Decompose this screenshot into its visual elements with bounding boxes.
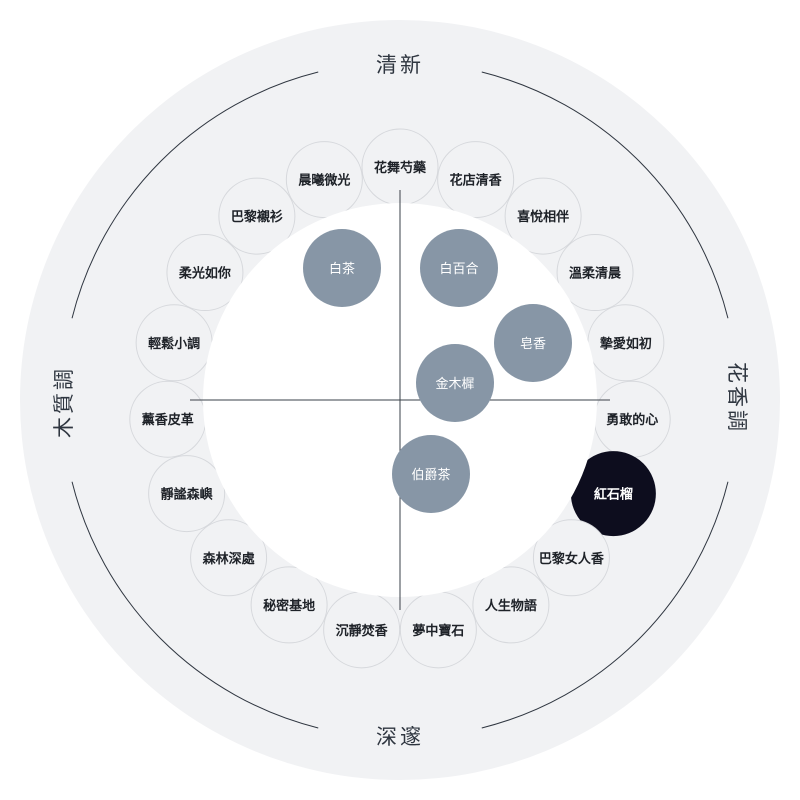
ring-arc bbox=[71, 71, 319, 319]
fragrance-item-circle bbox=[190, 519, 268, 597]
fragrance-item[interactable]: 摯愛如初 bbox=[587, 304, 665, 382]
scent-note-label: 白茶 bbox=[329, 261, 355, 277]
scent-note[interactable]: 白茶 bbox=[303, 229, 381, 307]
scent-note-label: 伯爵茶 bbox=[411, 467, 450, 483]
fragrance-item[interactable]: 巴黎女人香 bbox=[532, 519, 610, 597]
fragrance-item[interactable]: 柔光如你 bbox=[166, 234, 244, 312]
scent-note-label: 白百合 bbox=[439, 261, 478, 277]
fragrance-item-label: 柔光如你 bbox=[178, 266, 231, 282]
fragrance-item-label: 巴黎女人香 bbox=[539, 551, 605, 567]
axis-label-right: 花香調 bbox=[725, 362, 749, 434]
fragrance-item[interactable]: 薰香皮革 bbox=[129, 380, 207, 458]
ring-arc bbox=[71, 481, 319, 729]
fragrance-item-label: 輕鬆小調 bbox=[148, 336, 200, 352]
fragrance-item[interactable]: 溫柔清晨 bbox=[556, 234, 634, 312]
fragrance-item-label: 溫柔清晨 bbox=[569, 266, 622, 282]
scent-note-circle bbox=[420, 229, 498, 307]
fragrance-item[interactable]: 靜謐森嶼 bbox=[148, 455, 226, 533]
fragrance-item-circle bbox=[250, 566, 328, 644]
scent-note-circle bbox=[494, 304, 572, 382]
fragrance-item[interactable]: 晨曦微光 bbox=[285, 141, 363, 219]
fragrance-item-label: 靜謐森嶼 bbox=[161, 487, 213, 503]
fragrance-item-selected[interactable]: 紅石榴 bbox=[570, 451, 656, 537]
fragrance-item[interactable]: 巴黎襯衫 bbox=[218, 177, 296, 255]
axis-label-bottom: 深邃 bbox=[376, 725, 424, 749]
fragrance-item-label: 薰香皮革 bbox=[142, 412, 194, 428]
fragrance-item-label: 人生物語 bbox=[485, 598, 537, 614]
fragrance-item-circle bbox=[556, 234, 634, 312]
fragrance-item-circle bbox=[218, 177, 296, 255]
fragrance-item-label: 紅石榴 bbox=[594, 487, 633, 503]
fragrance-item[interactable]: 輕鬆小調 bbox=[135, 304, 213, 382]
fragrance-item-label: 晨曦微光 bbox=[298, 173, 350, 189]
scent-note[interactable]: 白百合 bbox=[420, 229, 498, 307]
fragrance-item-label: 花店清香 bbox=[450, 173, 503, 189]
axis-label-top: 清新 bbox=[376, 53, 424, 77]
scent-note-circle bbox=[392, 435, 470, 513]
fragrance-item-label: 勇敢的心 bbox=[606, 412, 658, 428]
fragrance-item-circle bbox=[504, 177, 582, 255]
fragrance-item[interactable]: 沉靜焚香 bbox=[323, 591, 401, 669]
fragrance-item-circle bbox=[437, 141, 515, 219]
fragrance-item-circle bbox=[166, 234, 244, 312]
fragrance-item[interactable]: 花舞芍藥 bbox=[361, 128, 439, 206]
scent-note-label: 皂香 bbox=[520, 337, 546, 352]
axis-label-left: 木質調 bbox=[52, 366, 76, 438]
fragrance-item[interactable]: 秘密基地 bbox=[250, 566, 328, 644]
ring-arcs bbox=[71, 71, 729, 729]
fragrance-item[interactable]: 喜悅相伴 bbox=[504, 177, 582, 255]
ring-arc bbox=[481, 71, 729, 319]
fragrance-item-label: 森林深處 bbox=[203, 551, 256, 567]
scent-note-label: 金木樨 bbox=[435, 376, 474, 392]
scent-note[interactable]: 皂香 bbox=[494, 304, 572, 382]
fragrance-item[interactable]: 花店清香 bbox=[437, 141, 515, 219]
fragrance-item[interactable]: 森林深處 bbox=[190, 519, 268, 597]
fragrance-item-label: 沉靜焚香 bbox=[336, 623, 389, 639]
scent-note-circle bbox=[416, 344, 494, 422]
fragrance-item-label: 巴黎襯衫 bbox=[231, 209, 283, 225]
scent-note[interactable]: 伯爵茶 bbox=[392, 435, 470, 513]
fragrance-item-circle bbox=[148, 455, 226, 533]
fragrance-item-label: 摯愛如初 bbox=[600, 336, 652, 352]
fragrance-item-circle bbox=[532, 519, 610, 597]
scent-note-circle bbox=[303, 229, 381, 307]
fragrance-item-label: 秘密基地 bbox=[263, 598, 315, 614]
fragrance-item[interactable]: 勇敢的心 bbox=[593, 380, 671, 458]
fragrance-item-circle bbox=[285, 141, 363, 219]
fragrance-item[interactable]: 夢中寶石 bbox=[399, 591, 477, 669]
fragrance-item-label: 夢中寶石 bbox=[412, 623, 464, 639]
scent-note[interactable]: 金木樨 bbox=[416, 344, 494, 422]
fragrance-item-label: 花舞芍藥 bbox=[374, 160, 427, 176]
fragrance-item-circle bbox=[472, 566, 550, 644]
fragrance-item-label: 喜悅相伴 bbox=[517, 209, 569, 225]
fragrance-ring: 花舞芍藥花店清香喜悅相伴溫柔清晨摯愛如初勇敢的心紅石榴巴黎女人香人生物語夢中寶石… bbox=[129, 128, 671, 669]
fragrance-item[interactable]: 人生物語 bbox=[472, 566, 550, 644]
ring-arc bbox=[481, 481, 729, 729]
